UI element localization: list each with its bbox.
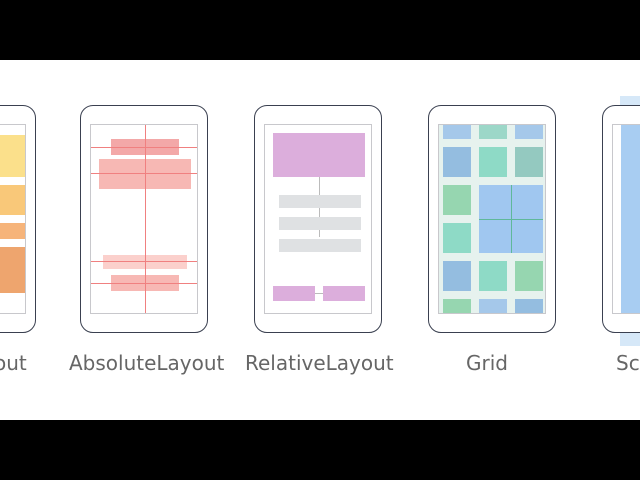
layout-gallery: out AbsoluteLayout RelativeLayout — [0, 60, 640, 420]
grid-cell — [515, 125, 543, 139]
rel-row-1 — [279, 195, 361, 208]
relativelayout-phone — [254, 105, 382, 333]
rel-row-3 — [279, 239, 361, 252]
rel-row-2 — [279, 217, 361, 230]
grid-cell — [479, 147, 507, 177]
absolutelayout-phone — [80, 105, 208, 333]
abs-guide-h3 — [91, 261, 197, 262]
grid-cell — [443, 299, 471, 313]
stack-item-3 — [0, 223, 25, 239]
grid-phone — [428, 105, 556, 333]
relativelayout-screen — [264, 124, 372, 314]
grid-cell — [479, 125, 507, 139]
grid-screen — [438, 124, 546, 314]
absolutelayout-label: AbsoluteLayout — [69, 351, 225, 375]
grid-cell — [443, 147, 471, 177]
rel-connector-horizontal — [315, 293, 323, 294]
stack-item-2 — [0, 185, 25, 215]
abs-guide-h2 — [91, 173, 197, 174]
grid-cell — [515, 299, 543, 313]
grid-label: Grid — [466, 351, 508, 375]
relativelayout-label: RelativeLayout — [245, 351, 394, 375]
abs-guide-h4 — [91, 283, 197, 284]
abs-guide-vertical — [145, 125, 146, 313]
rel-footer-left — [273, 286, 315, 301]
grid-cell — [443, 261, 471, 291]
grid-cell — [479, 261, 507, 291]
grid-cell — [443, 223, 471, 253]
grid-cell — [479, 299, 507, 313]
grid-line-horizontal — [479, 219, 543, 220]
scrollview-label: Scr — [616, 351, 640, 375]
abs-guide-h1 — [91, 147, 197, 148]
scrollview-screen — [612, 124, 640, 314]
stacklayout-phone — [0, 105, 36, 333]
scrollview-phone — [602, 105, 640, 333]
grid-cell — [515, 147, 543, 177]
rel-footer-right — [323, 286, 365, 301]
grid-cell — [443, 185, 471, 215]
scroll-content — [621, 125, 640, 313]
stacklayout-screen — [0, 124, 26, 314]
stack-item-1 — [0, 135, 25, 177]
grid-cell — [443, 125, 471, 139]
stacklayout-label: out — [0, 351, 27, 375]
stack-item-4 — [0, 247, 25, 293]
absolutelayout-screen — [90, 124, 198, 314]
grid-cell — [515, 261, 543, 291]
rel-header — [273, 133, 365, 177]
